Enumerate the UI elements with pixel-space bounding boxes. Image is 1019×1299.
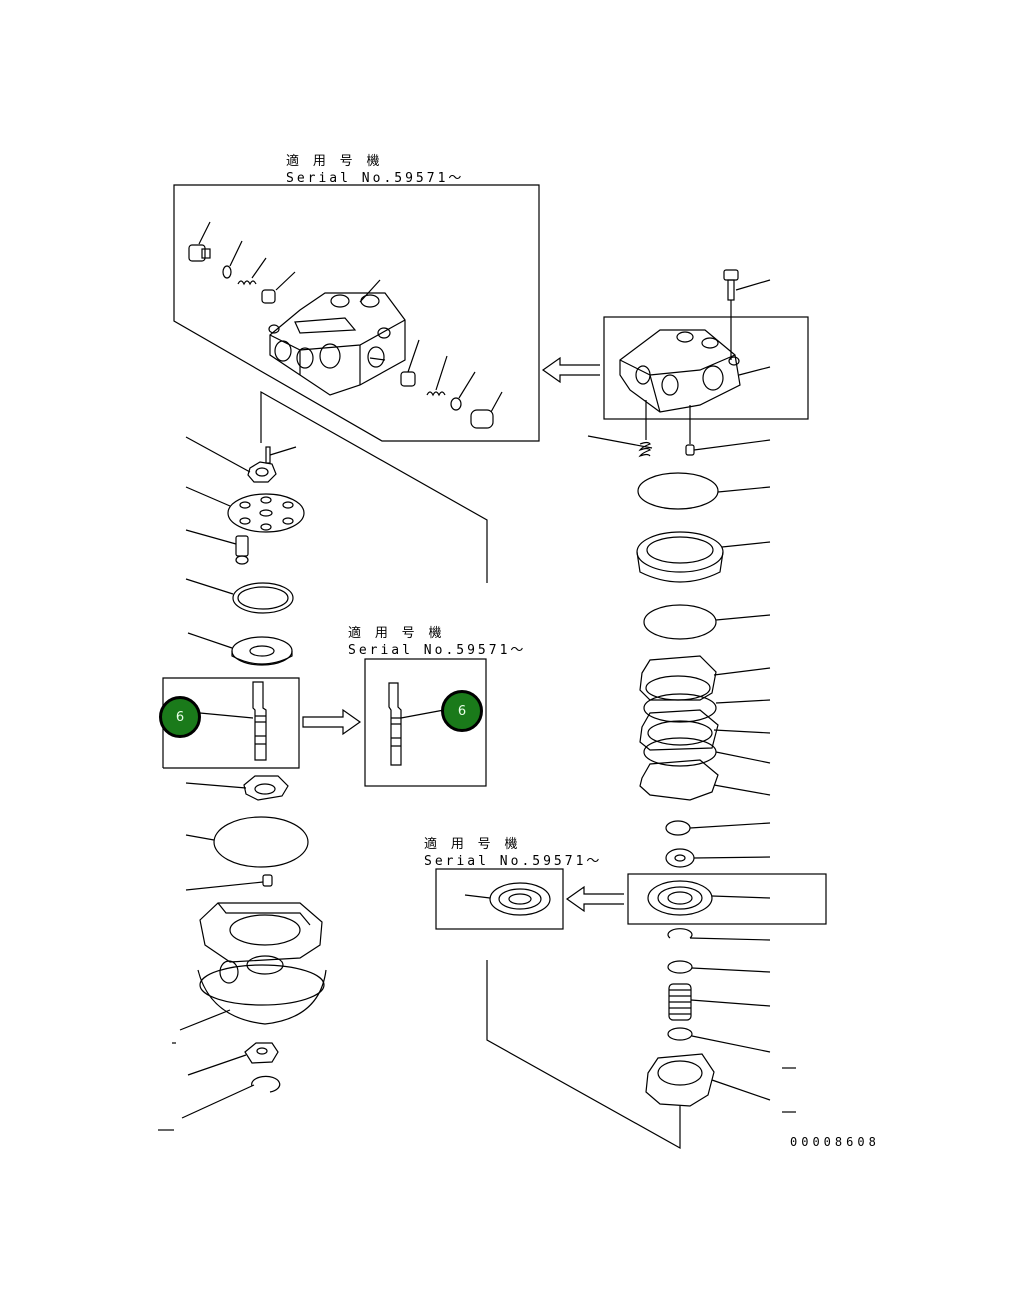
inset-title-middle: 適 用 号 機 (348, 626, 445, 641)
bolt (723, 269, 771, 360)
inset-title-bottom: 適 用 号 機 (424, 837, 521, 852)
arrow-left (541, 356, 600, 384)
inset-box-valve-block (173, 184, 540, 442)
inset-serial-bottom: Serial No.59571～ (424, 854, 603, 869)
box-seal-serial (435, 868, 564, 930)
part-callout-6-right[interactable]: 6 (441, 690, 483, 732)
left-part-stack (185, 436, 305, 666)
inset-serial-top: Serial No.59571～ (286, 171, 465, 186)
document-number: 00008608 (790, 1135, 880, 1149)
inset-title-top: 適 用 号 機 (286, 154, 383, 169)
right-lower-parts (645, 928, 796, 1113)
plug-cap-2 (470, 391, 503, 429)
box-shaft-serial (364, 658, 487, 787)
right-part-stack (636, 472, 771, 868)
box-valve-body-current (603, 316, 809, 420)
left-lower-parts (158, 775, 327, 1131)
part-callout-6-left[interactable]: 6 (159, 696, 201, 738)
box-seal-current (627, 873, 827, 925)
inset-serial-middle: Serial No.59571～ (348, 643, 527, 658)
valve-body (268, 279, 406, 396)
plug-cap (188, 221, 211, 262)
